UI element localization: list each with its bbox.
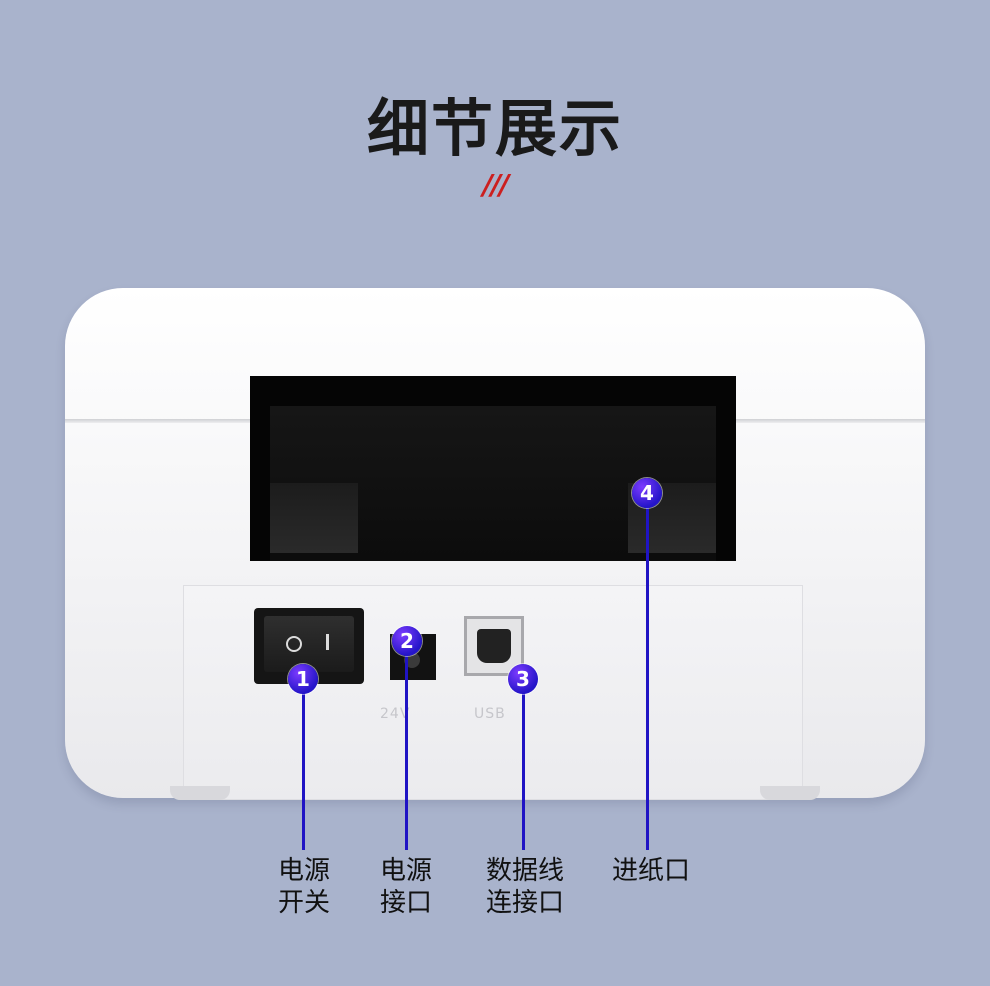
paper-feed-slot	[250, 376, 736, 561]
callout-label-paper-feed: 进纸口	[596, 855, 706, 887]
printer-foot-left	[170, 786, 230, 800]
usb-port-label: USB	[474, 706, 506, 722]
dc-power-jack	[390, 634, 436, 680]
power-switch	[254, 608, 364, 684]
on-symbol-icon	[326, 634, 329, 650]
rear-panel: 24V USB	[183, 585, 803, 800]
callout-label-line: 进纸口	[611, 856, 690, 886]
callout-badge-4: 4	[632, 478, 662, 508]
callout-badge-1: 1	[288, 664, 318, 694]
page-title: 细节展示	[366, 92, 623, 165]
callout-label-line: 电源	[277, 856, 330, 886]
callout-label-line: 连接口	[485, 888, 564, 918]
printer-foot-right	[760, 786, 820, 800]
callout-badge-3: 3	[508, 664, 538, 694]
callout-badge-2: 2	[392, 626, 422, 656]
callout-line-4	[646, 494, 649, 850]
title-decoration: ///	[482, 168, 510, 201]
dc-pin-icon	[404, 652, 420, 668]
callout-label-line: 电源	[379, 856, 432, 886]
callout-label-line: 数据线	[485, 856, 564, 886]
callout-label-line: 接口	[379, 888, 432, 918]
usb-socket-icon	[477, 629, 511, 663]
callout-label-power-switch: 电源 开关	[264, 855, 344, 919]
rocker-face	[264, 616, 354, 672]
callout-line-1	[302, 680, 305, 850]
callout-label-line: 开关	[277, 888, 330, 918]
callout-line-3	[522, 680, 525, 850]
paper-guide-left	[270, 483, 358, 553]
callout-label-data-port: 数据线 连接口	[470, 855, 580, 919]
callout-line-2	[405, 642, 408, 850]
off-symbol-icon	[286, 636, 302, 652]
label-printer: 24V USB	[65, 288, 925, 800]
callout-label-power-port: 电源 接口	[366, 855, 446, 919]
dc-port-label: 24V	[380, 706, 411, 722]
